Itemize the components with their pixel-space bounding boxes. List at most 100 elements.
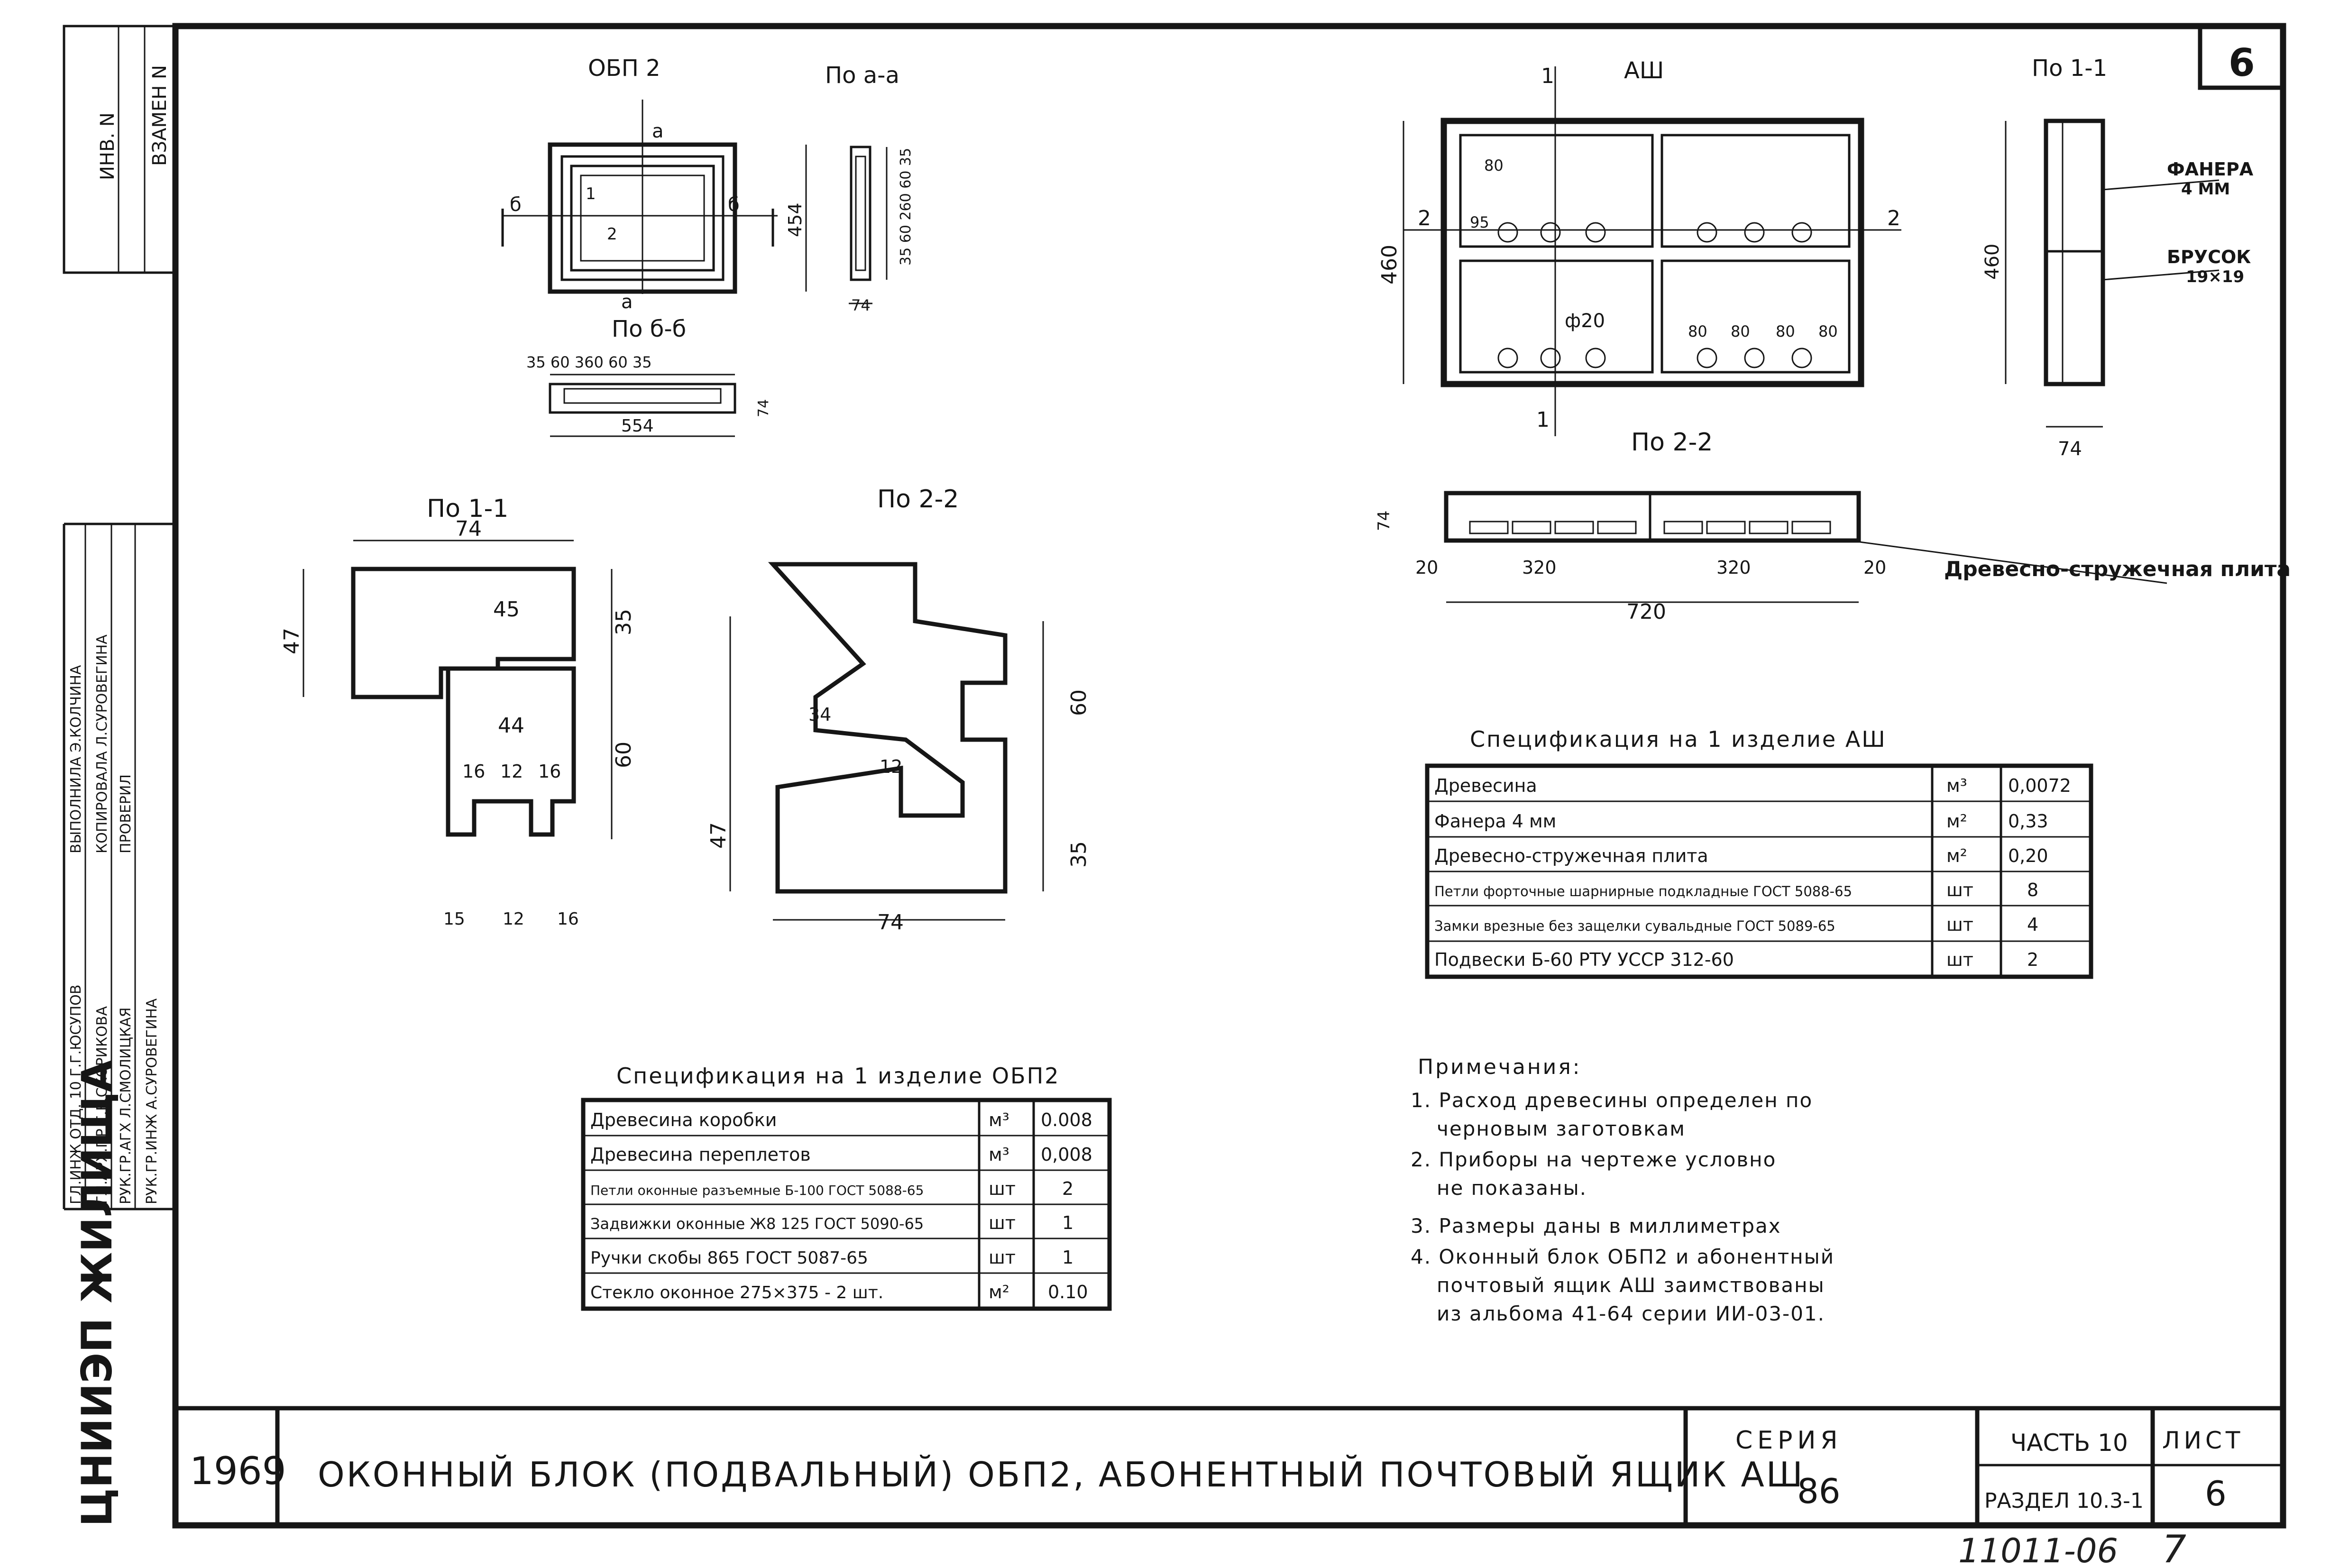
dim-text: 74 xyxy=(1375,511,1394,531)
spec-obp2-title: Спецификация на 1 изделие ОБП2 xyxy=(616,1063,1060,1089)
cut-mark: б xyxy=(510,194,522,216)
cut-mark: 1 xyxy=(1536,408,1550,432)
dim-text: 16 xyxy=(557,909,579,929)
obp2-aa-dims: 35 60 260 60 35 xyxy=(898,148,914,266)
dim-text: 20 xyxy=(1415,557,1438,578)
inv-label: ИНВ. N xyxy=(97,112,119,180)
dim-text: 34 xyxy=(808,704,831,725)
section-label: РАЗДЕЛ 10.3-1 xyxy=(1984,1489,2144,1513)
ash-2-2-title: По 2-2 xyxy=(1631,428,1713,457)
spec-ash-table xyxy=(1425,763,2093,979)
dim-text: 12 xyxy=(880,756,902,777)
ash-material-label: Древесно-стружечная плита xyxy=(1944,557,2291,581)
footer-code: 11011-06 xyxy=(1958,1531,2118,1568)
cut-mark: 2 xyxy=(1887,206,1900,230)
dim-text: 16 xyxy=(538,761,561,782)
note-line: черновым заготовкам xyxy=(1437,1117,1686,1140)
callout-bar: БРУСОК xyxy=(2167,247,2251,267)
note-line: почтовый ящик АШ заимствованы xyxy=(1437,1274,1825,1297)
obp2-bb-dims: 35 60 360 60 35 xyxy=(526,353,652,371)
dim-text: 16 xyxy=(462,761,485,782)
dim-text: 95 xyxy=(1470,213,1489,231)
spec-obp2-name: Задвижки оконные Ж8 125 ГОСТ 5090-65 xyxy=(590,1215,924,1233)
signature-line: ГЛ.ИНЖ ОТД. 10 Г.Г.ЮСУПОВ xyxy=(68,985,84,1204)
dim-text: 15 xyxy=(443,909,465,929)
obp2-title: ОБП 2 xyxy=(588,55,660,82)
spec-obp2-unit: шт xyxy=(989,1178,1016,1199)
note-line: 2. Приборы на чертеже условно xyxy=(1411,1148,1776,1171)
spec-obp2-qty: 1 xyxy=(1062,1212,1073,1233)
ash-title: АШ xyxy=(1624,57,1664,84)
ash-section-2-2 xyxy=(1444,491,2167,603)
spec-obp2-qty: 2 xyxy=(1062,1178,1073,1199)
spec-obp2-name: Стекло оконное 275×375 - 2 шт. xyxy=(590,1283,883,1302)
spec-obp2-unit: м³ xyxy=(989,1144,1009,1165)
spec-obp2-qty: 0.10 xyxy=(1048,1282,1088,1302)
callout-plywood: ФАНЕРА xyxy=(2167,159,2254,180)
ash-hole-label: ф20 xyxy=(1565,310,1605,332)
note-line: из альбома 41-64 серии ИИ-03-01. xyxy=(1437,1302,1825,1325)
dim-text: 80 xyxy=(1776,322,1795,340)
ash-elevation xyxy=(1403,66,1901,436)
dim-text: 74 xyxy=(877,910,904,935)
dim-text: 320 xyxy=(1716,557,1751,578)
sheet-frame xyxy=(172,23,2286,1529)
obp2-section-bb-title: По б-б xyxy=(612,316,686,342)
signature-line: КОПИРОВАЛА Л.СУРОВЕГИНА xyxy=(94,634,110,853)
spec-ash-qty: 0,0072 xyxy=(2008,775,2071,796)
dim-text: 45 xyxy=(493,597,520,622)
dim-text: 35 xyxy=(1067,841,1091,868)
obp2-height-dim: 454 xyxy=(785,202,806,237)
dim-text: 35 xyxy=(612,609,636,635)
dim-text: 12 xyxy=(503,909,524,929)
spec-obp2-unit: шт xyxy=(989,1247,1016,1268)
spec-obp2-qty: 0,008 xyxy=(1041,1144,1092,1165)
spec-ash-unit: шт xyxy=(1946,949,1973,970)
dim-text: 47 xyxy=(706,822,731,849)
ash-section-1-1 xyxy=(2005,119,2220,428)
note-line: 4. Оконный блок ОБП2 и абонентный xyxy=(1411,1245,1835,1268)
notes-title: Примечания: xyxy=(1418,1055,1582,1079)
callout-plywood-thk: 4 ММ xyxy=(2181,180,2230,199)
year: 1969 xyxy=(190,1449,286,1493)
note-line: 1. Расход древесины определен по xyxy=(1411,1089,1813,1112)
spec-obp2-name: Древесина переплетов xyxy=(590,1144,811,1165)
dim-text: 80 xyxy=(1484,156,1504,174)
dim-text: 74 xyxy=(455,517,482,541)
spec-ash-qty: 0,33 xyxy=(2008,811,2048,832)
obp2-thk: 74 xyxy=(851,296,871,314)
spec-obp2-qty: 1 xyxy=(1062,1247,1073,1268)
dim-text: 460 xyxy=(1981,244,2003,280)
spec-obp2-name: Петли оконные разъемные Б-100 ГОСТ 5088-… xyxy=(590,1183,924,1198)
spec-ash-unit: шт xyxy=(1946,880,1973,900)
part-label: ЧАСТЬ 10 xyxy=(2010,1429,2128,1457)
signature-line: ГЛ.АРХ.ПР Г.Е.СКОРИКОВА xyxy=(94,1006,110,1204)
spec-ash-name: Древесно-стружечная плита xyxy=(1434,845,1708,866)
dim-text: 80 xyxy=(1818,322,1838,340)
section-2-2-profile xyxy=(729,562,1044,921)
spec-obp2-name: Ручки скобы 865 ГОСТ 5087-65 xyxy=(590,1248,868,1268)
spec-obp2-unit: шт xyxy=(989,1212,1016,1233)
dim-text: 80 xyxy=(1688,322,1707,340)
left-strip xyxy=(63,25,177,1210)
cut-mark: 2 xyxy=(607,225,617,244)
series-value: 86 xyxy=(1797,1471,1841,1511)
spec-ash-name: Фанера 4 мм xyxy=(1434,811,1556,832)
spec-obp2-unit: м² xyxy=(989,1282,1009,1302)
spec-ash-qty: 0,20 xyxy=(2008,845,2048,866)
spec-ash-unit: м² xyxy=(1946,811,1967,832)
spec-obp2-unit: м³ xyxy=(989,1110,1009,1130)
cut-mark: 1 xyxy=(1541,64,1554,88)
spec-obp2-qty: 0.008 xyxy=(1041,1110,1092,1130)
dim-text: 47 xyxy=(280,628,304,654)
spec-ash-qty: 8 xyxy=(2027,880,2038,900)
signature-line: ПРОВЕРИЛ xyxy=(118,774,134,853)
list-value: 6 xyxy=(2205,1474,2227,1513)
ash-1-1-title: По 1-1 xyxy=(2032,55,2107,82)
spec-ash-unit: шт xyxy=(1946,914,1973,935)
cut-mark: 1 xyxy=(586,184,596,203)
section-1-1-title: По 1-1 xyxy=(427,495,508,523)
sheet-number-top: 6 xyxy=(2229,41,2255,85)
signature-line: ВЫПОЛНИЛА Э.КОЛЧИНА xyxy=(68,665,84,853)
